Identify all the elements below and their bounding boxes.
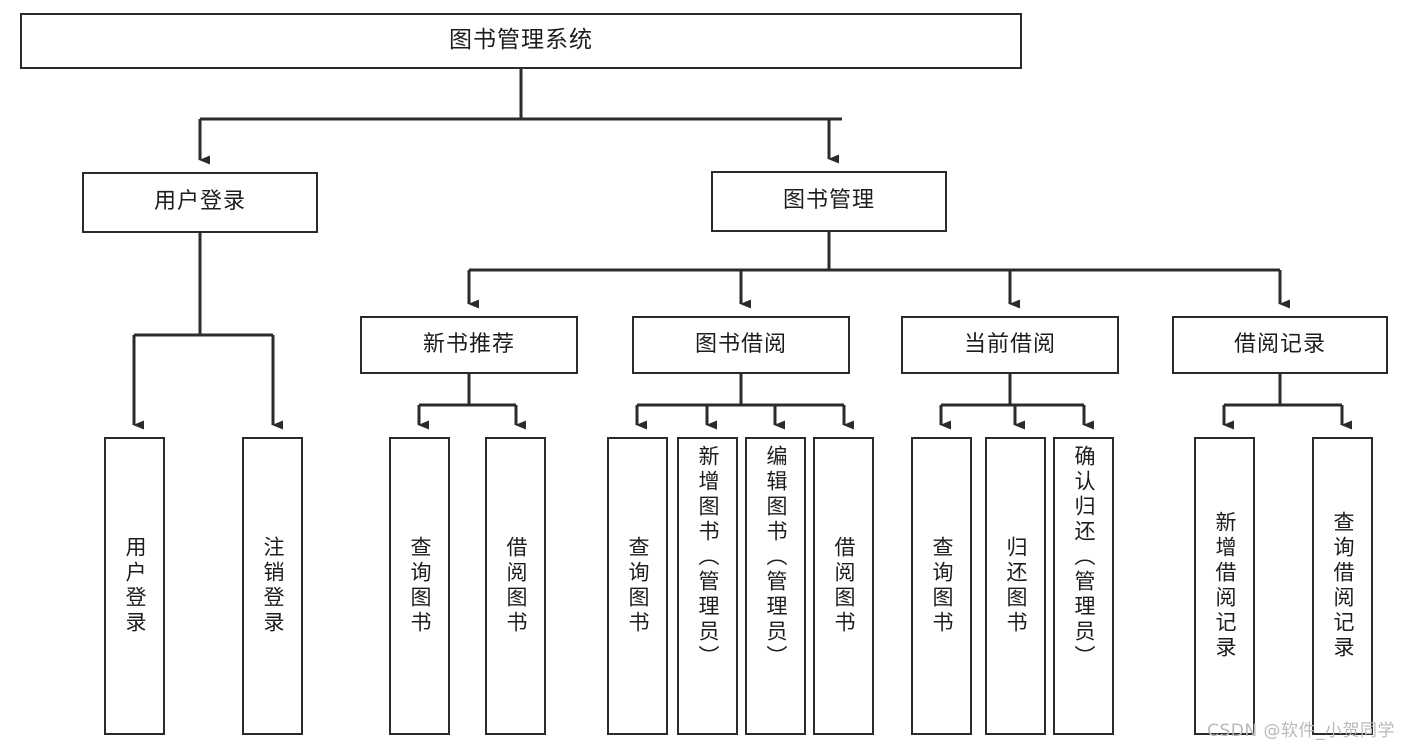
- leaf-logout-label: 注销登录: [261, 536, 285, 636]
- leaf-query-book-recommend[interactable]: 查询图书: [389, 437, 450, 735]
- node-current-borrow-label: 当前借阅: [963, 331, 1056, 357]
- leaf-add-borrow-record-label: 新增借阅记录: [1213, 511, 1237, 661]
- leaf-user-login[interactable]: 用户登录: [104, 437, 165, 735]
- node-root-label: 图书管理系统: [449, 27, 593, 54]
- leaf-edit-book-admin[interactable]: 编辑图书（管理员）: [745, 437, 806, 735]
- leaf-query-book-borrow-label: 查询图书: [626, 536, 650, 636]
- node-book-management[interactable]: 图书管理: [711, 171, 947, 232]
- leaf-add-book-admin[interactable]: 新增图书（管理员）: [677, 437, 738, 735]
- node-new-book-recommend[interactable]: 新书推荐: [360, 316, 578, 374]
- leaf-confirm-return-admin[interactable]: 确认归还（管理员）: [1053, 437, 1114, 735]
- leaf-edit-book-admin-label: 编辑图书（管理员）: [764, 445, 788, 670]
- leaf-borrow-book[interactable]: 借阅图书: [813, 437, 874, 735]
- leaf-return-book[interactable]: 归还图书: [985, 437, 1046, 735]
- node-user-login[interactable]: 用户登录: [82, 172, 318, 233]
- node-root[interactable]: 图书管理系统: [20, 13, 1022, 69]
- leaf-add-borrow-record[interactable]: 新增借阅记录: [1194, 437, 1255, 735]
- leaf-query-borrow-record[interactable]: 查询借阅记录: [1312, 437, 1373, 735]
- leaf-return-book-label: 归还图书: [1004, 536, 1028, 636]
- node-borrow-record-label: 借阅记录: [1233, 331, 1326, 357]
- leaf-query-borrow-record-label: 查询借阅记录: [1331, 511, 1355, 661]
- leaf-borrow-book-recommend[interactable]: 借阅图书: [485, 437, 546, 735]
- leaf-user-login-label: 用户登录: [123, 536, 147, 636]
- node-book-borrow-label: 图书借阅: [694, 331, 787, 357]
- csdn-watermark: CSDN @软件_小贺同学: [1207, 721, 1395, 741]
- leaf-query-book-current-label: 查询图书: [930, 536, 954, 636]
- node-user-login-label: 用户登录: [153, 189, 246, 215]
- leaf-query-book-recommend-label: 查询图书: [408, 536, 432, 636]
- leaf-borrow-book-recommend-label: 借阅图书: [504, 536, 528, 636]
- leaf-borrow-book-label: 借阅图书: [832, 536, 856, 636]
- leaf-query-book-current[interactable]: 查询图书: [911, 437, 972, 735]
- leaf-logout[interactable]: 注销登录: [242, 437, 303, 735]
- node-book-borrow[interactable]: 图书借阅: [632, 316, 850, 374]
- node-book-management-label: 图书管理: [782, 188, 875, 214]
- node-new-book-recommend-label: 新书推荐: [422, 331, 515, 357]
- node-current-borrow[interactable]: 当前借阅: [901, 316, 1119, 374]
- leaf-query-book-borrow[interactable]: 查询图书: [607, 437, 668, 735]
- leaf-confirm-return-admin-label: 确认归还（管理员）: [1072, 445, 1096, 670]
- leaf-add-book-admin-label: 新增图书（管理员）: [696, 445, 720, 670]
- node-borrow-record[interactable]: 借阅记录: [1172, 316, 1388, 374]
